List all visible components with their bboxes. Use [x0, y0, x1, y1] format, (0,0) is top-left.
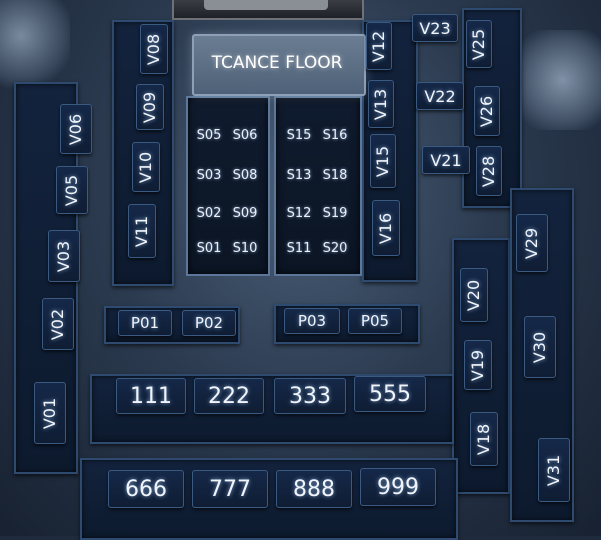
booth-v30[interactable]: V30 [524, 316, 556, 378]
seat-s09[interactable]: S09 [232, 205, 258, 221]
seat-s01[interactable]: S01 [196, 240, 222, 256]
seat-s10[interactable]: S10 [232, 240, 258, 256]
booth-v26[interactable]: V26 [474, 86, 500, 136]
seat-s11[interactable]: S11 [286, 240, 312, 256]
booth-p05[interactable]: P05 [348, 308, 402, 334]
booth-v23[interactable]: V23 [412, 14, 458, 42]
seat-column-right [274, 96, 362, 276]
booth-v11[interactable]: V11 [128, 204, 156, 258]
booth-v29[interactable]: V29 [516, 214, 548, 272]
table-777[interactable]: 777 [192, 470, 268, 508]
seat-s13[interactable]: S13 [286, 167, 312, 183]
booth-p02[interactable]: P02 [182, 310, 236, 336]
booth-v13[interactable]: V13 [368, 80, 394, 128]
booth-v28[interactable]: V28 [476, 146, 502, 196]
booth-p03[interactable]: P03 [284, 308, 340, 334]
table-666[interactable]: 666 [108, 470, 184, 508]
seat-s05[interactable]: S05 [196, 127, 222, 143]
seat-s18[interactable]: S18 [322, 167, 348, 183]
booth-v20[interactable]: V20 [460, 268, 488, 322]
booth-v18[interactable]: V18 [470, 412, 498, 466]
dance-floor[interactable]: TCANCE FLOOR [192, 34, 366, 96]
table-333[interactable]: 333 [274, 378, 346, 414]
booth-v03[interactable]: V03 [48, 230, 80, 282]
seat-s16[interactable]: S16 [322, 127, 348, 143]
seat-column-left [186, 96, 270, 276]
seat-s20[interactable]: S20 [322, 240, 348, 256]
booth-v08[interactable]: V08 [140, 24, 168, 74]
left-machinery-decor [0, 0, 70, 90]
booth-v16[interactable]: V16 [372, 200, 400, 256]
booth-v21[interactable]: V21 [422, 146, 470, 174]
seat-s08[interactable]: S08 [232, 167, 258, 183]
table-555[interactable]: 555 [354, 376, 426, 412]
booth-v02[interactable]: V02 [42, 298, 74, 350]
booth-v10[interactable]: V10 [132, 142, 160, 192]
booth-v31[interactable]: V31 [538, 438, 570, 502]
booth-v05[interactable]: V05 [56, 166, 88, 214]
seat-s19[interactable]: S19 [322, 205, 348, 221]
seat-s02[interactable]: S02 [196, 205, 222, 221]
booth-p01[interactable]: P01 [118, 310, 172, 336]
stage-sign [172, 0, 364, 20]
table-888[interactable]: 888 [276, 470, 352, 508]
booth-v25[interactable]: V25 [466, 20, 492, 68]
booth-v19[interactable]: V19 [464, 340, 492, 390]
booth-v22[interactable]: V22 [416, 82, 464, 110]
booth-v06[interactable]: V06 [60, 104, 92, 154]
booth-v12[interactable]: V12 [366, 22, 392, 70]
seat-s12[interactable]: S12 [286, 205, 312, 221]
stage-sign-plate [204, 0, 328, 10]
booth-v15[interactable]: V15 [370, 134, 396, 188]
seat-s06[interactable]: S06 [232, 127, 258, 143]
booth-v01[interactable]: V01 [34, 382, 66, 444]
table-999[interactable]: 999 [360, 468, 436, 506]
seat-s15[interactable]: S15 [286, 127, 312, 143]
table-111[interactable]: 111 [116, 378, 186, 414]
table-222[interactable]: 222 [194, 378, 264, 414]
seat-s03[interactable]: S03 [196, 167, 222, 183]
dance-floor-label: TCANCE FLOOR [211, 53, 343, 73]
booth-v09[interactable]: V09 [136, 84, 164, 130]
